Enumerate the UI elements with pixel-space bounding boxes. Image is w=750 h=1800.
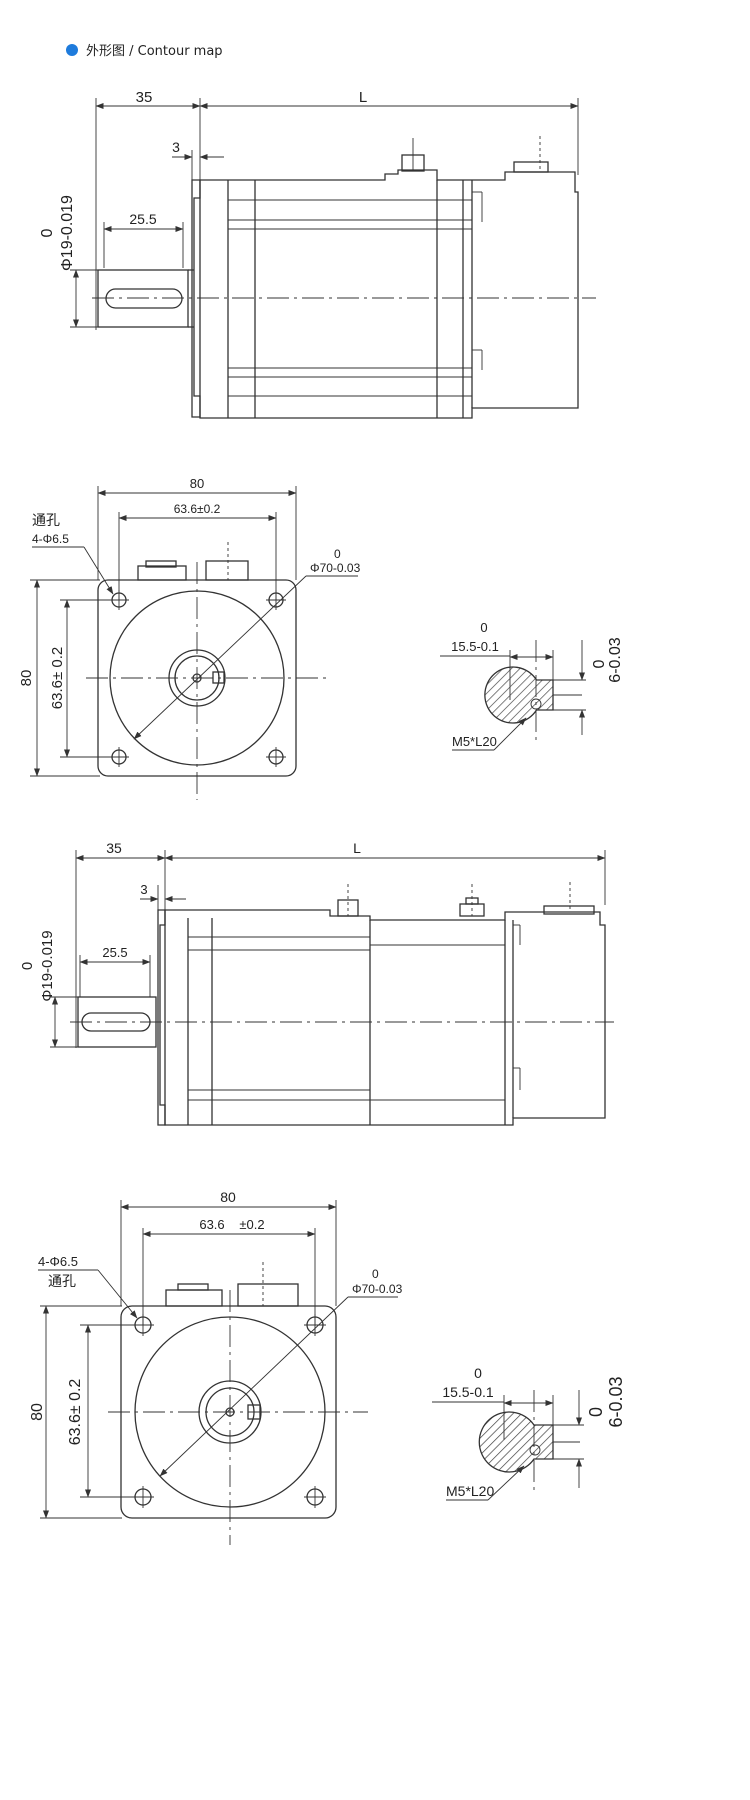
key2-key-upper: 0 — [586, 1407, 606, 1417]
front1-dim-80-top: 80 — [190, 476, 204, 491]
v2-dim-3-label: 3 — [140, 882, 147, 897]
shaft-dia-label: Φ19-0.019 — [59, 195, 76, 271]
front2-dim-63-6-side: 63.6± 0.2 — [67, 1379, 84, 1446]
key1-thread: M5*L20 — [452, 734, 497, 749]
front1-dim-63-6-side: 63.6± 0.2 — [49, 647, 66, 709]
side-view-2: 35 L 3 25.5 0 Φ19-0.019 — [19, 840, 614, 1126]
section-title: 外形图 / Contour map — [86, 44, 223, 59]
front2-dim-80-side: 80 — [29, 1403, 46, 1421]
front2-dim-tol: ±0.2 — [239, 1217, 264, 1232]
front1-pilot: Φ70-0.03 — [310, 561, 361, 575]
front1-hole-label-cn: 通孔 — [32, 512, 60, 528]
front-view-2: 80 63.6 ±0.2 4-Φ6.5 通孔 0 Φ70-0.03 80 63.… — [29, 1189, 403, 1545]
front2-hole-label: 4-Φ6.5 — [38, 1254, 78, 1269]
front2-hole-label-cn: 通孔 — [48, 1273, 76, 1289]
front-view-1: 80 63.6±0.2 通孔 4-Φ6.5 0 Φ70-0.03 80 63.6… — [18, 476, 361, 800]
dim-L-label: L — [359, 89, 367, 106]
key1-key-width: 6-0.03 — [607, 637, 624, 682]
key2-thread: M5*L20 — [446, 1483, 494, 1499]
front1-dim-80-side: 80 — [18, 670, 35, 687]
front2-dim-80-top: 80 — [220, 1189, 236, 1205]
front1-pilot-upper: 0 — [334, 547, 341, 561]
dim-25-5-label: 25.5 — [129, 211, 156, 227]
key2-key-width: 6-0.03 — [606, 1376, 626, 1427]
v2-dim-35-label: 35 — [106, 840, 122, 856]
key2-dim-15-5: 15.5-0.1 — [442, 1384, 494, 1400]
front1-dim-63-6-top: 63.6±0.2 — [174, 502, 221, 516]
v2-shaft-tol-upper: 0 — [19, 962, 36, 970]
shaft-tol-upper: 0 — [39, 228, 56, 237]
front1-hole-label: 4-Φ6.5 — [32, 532, 69, 546]
v2-dim-L-label: L — [353, 840, 361, 856]
key-section-1: 0 15.5-0.1 0 6-0.03 M5*L20 — [440, 620, 624, 751]
key1-key-upper: 0 — [591, 659, 608, 668]
dim-3-label: 3 — [172, 139, 180, 155]
bullet-dot-icon — [66, 43, 78, 56]
dim-35-label: 35 — [136, 89, 153, 106]
front2-dim-63-6: 63.6 — [199, 1217, 224, 1232]
v2-shaft-dia-label: Φ19-0.019 — [39, 930, 56, 1001]
front2-pilot: Φ70-0.03 — [352, 1282, 403, 1296]
key1-dim-15-5: 15.5-0.1 — [451, 639, 499, 654]
side-view-1: 35 L 3 25.5 0 Φ19-0.019 — [39, 89, 596, 419]
section-header: 外形图 / Contour map — [66, 40, 223, 59]
key-section-2: 0 15.5-0.1 0 6-0.03 M5*L20 — [432, 1365, 626, 1501]
front2-pilot-upper: 0 — [372, 1267, 379, 1281]
key1-dim-upper: 0 — [480, 620, 487, 635]
v2-dim-25-5-label: 25.5 — [102, 945, 127, 960]
key2-dim-upper: 0 — [474, 1365, 482, 1381]
